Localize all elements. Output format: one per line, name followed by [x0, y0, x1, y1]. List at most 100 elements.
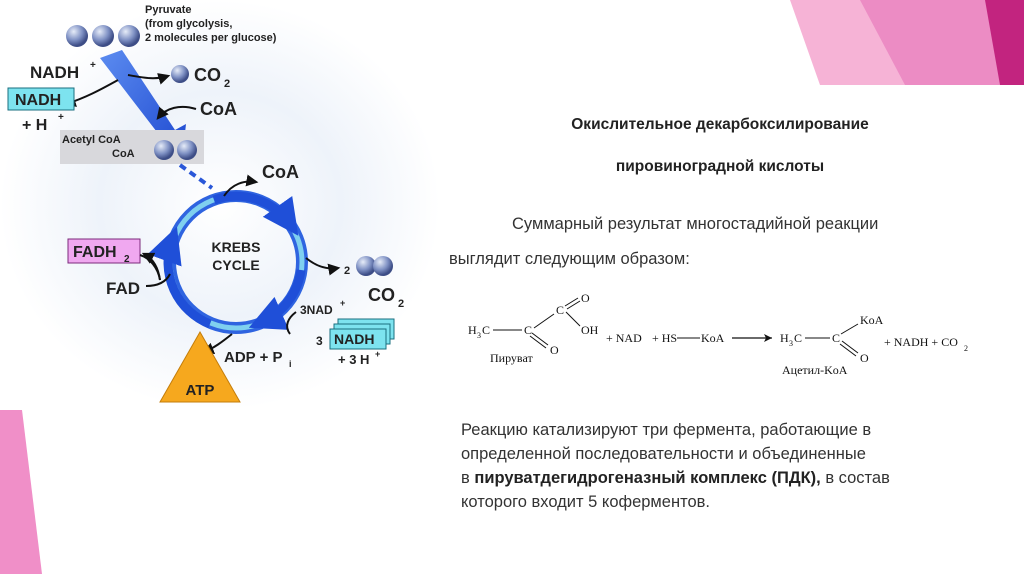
eq-koa-top: KoA [860, 313, 884, 327]
krebs-label-1: KREBS [211, 239, 260, 255]
acetyl-ball-1 [154, 140, 174, 160]
slide-title-line-2: пировиноградной кислоты [615, 158, 825, 175]
eq-c1: C [524, 323, 532, 337]
krebs-arrow-3 [147, 226, 212, 329]
decor-pink-dark [985, 0, 1024, 85]
eq-bond-2 [533, 313, 555, 329]
eq-bond-8 [840, 323, 859, 335]
nadh-plus-sup: + [90, 60, 96, 71]
eq-pyruvate-name: Пируват [490, 351, 533, 365]
pyruvate-label-2: (from glycolysis, [145, 18, 232, 30]
eq-o1: O [581, 291, 590, 305]
acetyl-dashed-arrow [178, 163, 214, 190]
co2-label: CO [194, 65, 221, 85]
h3-sup: + [375, 349, 380, 359]
pyruvate-label-1: Pyruvate [145, 4, 191, 16]
eq-h3c2-c: C [794, 331, 802, 345]
eq-bond-4 [565, 311, 581, 327]
eq-reaction-arrowhead [764, 334, 772, 342]
nadh-box-label: NADH [15, 92, 61, 109]
fadh2-arrow-head [141, 252, 161, 281]
atp-triangle [159, 330, 241, 403]
adp-label: ADP + P [224, 349, 283, 366]
pyruvate-molecule [66, 25, 140, 47]
adp-sub: i [289, 359, 292, 369]
nad-label: 3NAD [300, 303, 333, 317]
eq-plus-nadh-co2: + NADH + CO [884, 335, 958, 349]
coa-in-label: CoA [200, 99, 237, 119]
fad-label: FAD [106, 279, 140, 298]
fadh2-box [67, 238, 141, 264]
fadh2-label: FADH [73, 244, 117, 261]
eq-plus-nad: + NAD [606, 331, 642, 345]
h-plus-sup: + [58, 112, 64, 123]
nadh-box [7, 87, 75, 111]
coa-out-arrow [223, 174, 259, 197]
atp-label: ATP [186, 382, 215, 399]
co2-arrow [127, 73, 171, 85]
eq-koa: KoA [701, 331, 725, 345]
acetyl-coa-label-2: CoA [112, 148, 135, 160]
coa-in-arrow [156, 105, 197, 120]
h-plus-label: + H [22, 117, 47, 134]
paragraph-line-3: в пируватдегидрогеназный комплекс (ПДК),… [461, 466, 1021, 490]
decor-pink-mid [860, 0, 1024, 85]
eq-c2: C [556, 303, 564, 317]
eq-bond-5b [531, 332, 549, 346]
krebs-arrow-2 [248, 269, 306, 330]
paragraph-line-3-suffix: в состав [820, 469, 890, 487]
pyruvate-label-3: 2 molecules per glucose) [145, 32, 277, 44]
paragraph-line-1: Реакцию катализируют три фермента, работ… [461, 421, 872, 439]
reaction-equation: H 3 C C C O OH O Пируват + NAD + HS KoA … [468, 291, 968, 377]
enzyme-paragraph: Реакцию катализируют три фермента, работ… [461, 418, 1021, 514]
eq-h3c-sub: 3 [477, 331, 481, 340]
co2-right-label: CO [368, 285, 395, 305]
nadh-plus-label: NADH [30, 63, 79, 82]
co2-right-arrow [305, 257, 341, 276]
acetyl-ball-2 [177, 140, 197, 160]
krebs-arrow-1 [212, 191, 299, 236]
acetyl-coa-label-1: Acetyl CoA [62, 134, 121, 146]
eq-bond-9b [841, 340, 859, 354]
co2-right-sub: 2 [398, 298, 404, 310]
coa-out-label: CoA [262, 162, 299, 182]
eq-bond-3 [564, 297, 579, 307]
co2-right-ball-2 [373, 256, 393, 276]
krebs-label-2: CYCLE [212, 257, 259, 273]
fadh2-sub: 2 [124, 254, 130, 265]
co2-sub: 2 [224, 78, 230, 90]
paragraph-line-3-prefix: в [461, 469, 475, 487]
eq-bond-5 [529, 335, 547, 349]
eq-o2: O [550, 343, 559, 357]
nadh3-label: NADH [334, 331, 374, 347]
paragraph-line-4: которого входит 5 коферментов. [461, 493, 710, 511]
eq-h3c-c: C [482, 323, 490, 337]
eq-h3c2-h: H [780, 331, 789, 345]
eq-o3: O [860, 351, 869, 365]
pdc-complex-name: пируватдегидрогеназный комплекс (ПДК), [474, 469, 821, 487]
decor-pink-bottom [0, 410, 42, 574]
summary-line-1: Суммарный результат многостадийной реакц… [512, 215, 879, 233]
eq-bond-9 [839, 343, 857, 357]
eq-c3: C [832, 331, 840, 345]
slide-title-line-1: Окислительное декарбоксилирование [571, 116, 869, 133]
eq-co2-sub: 2 [964, 344, 968, 353]
co2-right-ball-1 [356, 256, 376, 276]
fad-arrow [145, 273, 171, 287]
nad-arrow [286, 311, 297, 335]
eq-bond-3b [566, 300, 581, 310]
eq-h3c-h: H [468, 323, 477, 337]
co2-count: 2 [344, 265, 350, 277]
co2-molecule [171, 65, 189, 83]
nadh3-box [329, 328, 387, 350]
summary-line-2: выглядит следующим образом: [449, 250, 690, 268]
eq-plus-hs: + HS [652, 331, 677, 345]
eq-h3c2-sub: 3 [789, 339, 793, 348]
paragraph-line-2: определенной последовательности и объеди… [461, 445, 866, 463]
nad-sup: + [340, 298, 345, 308]
nadh3-count: 3 [316, 334, 323, 348]
eq-acetyl-name: Ацетил-KoA [782, 363, 848, 377]
eq-oh: OH [581, 323, 599, 337]
h3-label: + 3 H [338, 352, 369, 367]
